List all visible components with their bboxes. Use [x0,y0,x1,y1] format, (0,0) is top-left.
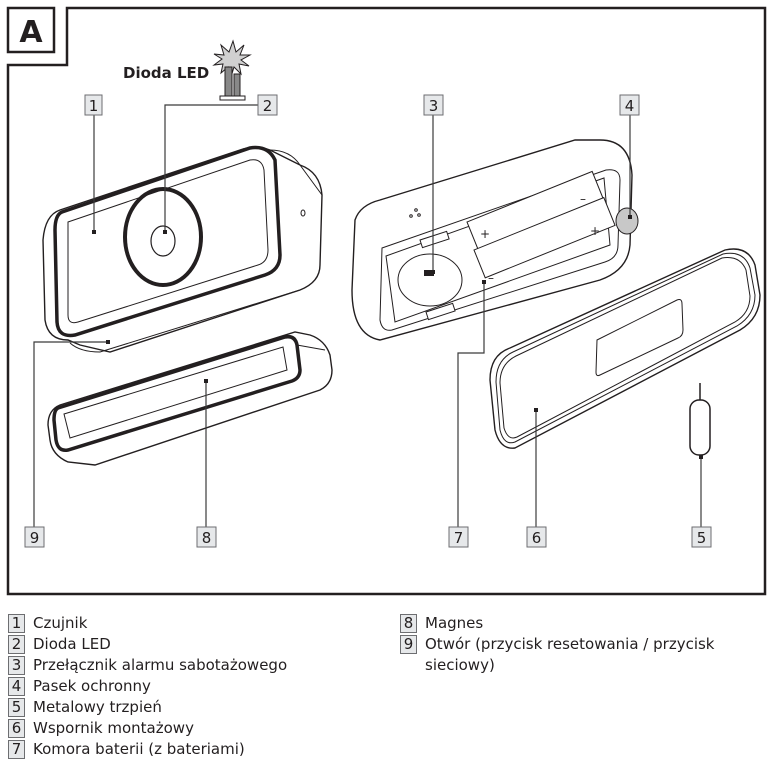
callout-8: 8 [196,526,217,548]
legend-label: Pasek ochronny [33,677,151,695]
figure-frame [6,6,767,596]
legend-number: 5 [8,698,25,717]
svg-text:8: 8 [202,529,212,547]
legend-item: 8 Magnes [400,613,740,634]
led-icon [212,39,252,101]
tamper-switch [397,253,463,307]
legend-item: 6 Wspornik montażowy [8,718,378,739]
panel-label-box [6,6,56,54]
led-callout-label: Dioda LED [123,64,209,82]
svg-text:2: 2 [263,97,273,115]
callout-6: 6 [526,526,547,548]
led-lens [150,225,176,257]
leader-lines [33,104,703,527]
legend-item: 9 Otwór (przycisk resetowania / przycisk … [400,634,740,676]
svg-text:1: 1 [89,97,99,115]
svg-text:7: 7 [454,529,464,547]
legend-number: 8 [400,614,417,633]
metal-pin-device [689,383,711,456]
magnet-device [47,331,333,466]
legend-label: Komora baterii (z bateriami) [33,740,245,758]
svg-text:5: 5 [697,529,707,547]
legend-left: 1 Czujnik 2 Dioda LED 3 Przełącznik alarmu … [8,613,378,760]
callout-4: 4 [619,94,640,116]
legend-number: 6 [8,719,25,738]
svg-text:9: 9 [30,529,40,547]
legend-item: 2 Dioda LED [8,634,378,655]
legend-label: Czujnik [33,614,88,632]
svg-text:+: + [590,224,600,238]
legend-number: 4 [8,677,25,696]
mounting-bracket-device [489,248,761,449]
callout-9: 9 [24,526,45,548]
svg-text:–: – [488,271,494,285]
sensor-device [42,145,323,353]
housing-back-device: + + – – [351,139,639,341]
legend-label: Wspornik montażowy [33,719,194,737]
svg-text:6: 6 [532,529,542,547]
legend-number: 7 [8,740,25,759]
figure-a-diagram: A Dioda LED + + – – [6,6,767,596]
legend-item: 1 Czujnik [8,613,378,634]
legend-label: Przełącznik alarmu sabotażowego [33,656,288,674]
legend-right: 8 Magnes 9 Otwór (przycisk resetowania / p… [400,613,740,676]
legend-label: Metalowy trzpień [33,698,162,716]
legend-item: 5 Metalowy trzpień [8,697,378,718]
callout-5: 5 [691,526,712,548]
svg-text:3: 3 [429,97,439,115]
svg-text:4: 4 [625,97,635,115]
svg-text:+: + [480,227,490,241]
callout-7: 7 [448,526,469,548]
panel-label: A [19,15,43,50]
legend-number: 9 [400,635,417,654]
led-ring [123,187,203,287]
callout-3: 3 [423,94,444,116]
legend-number: 3 [8,656,25,675]
legend-label: Dioda LED [33,635,111,653]
legend-item: 4 Pasek ochronny [8,676,378,697]
legend-item: 7 Komora baterii (z bateriami) [8,739,378,760]
protective-strip [615,207,639,235]
legend-number: 1 [8,614,25,633]
legend-label: Magnes [425,614,484,632]
svg-text:–: – [580,192,586,206]
legend-item: 3 Przełącznik alarmu sabotażowego [8,655,378,676]
callout-1: 1 [84,94,103,116]
legend-label: Otwór (przycisk resetowania / przycisk s… [425,635,715,674]
callout-2: 2 [257,94,278,116]
legend-number: 2 [8,635,25,654]
